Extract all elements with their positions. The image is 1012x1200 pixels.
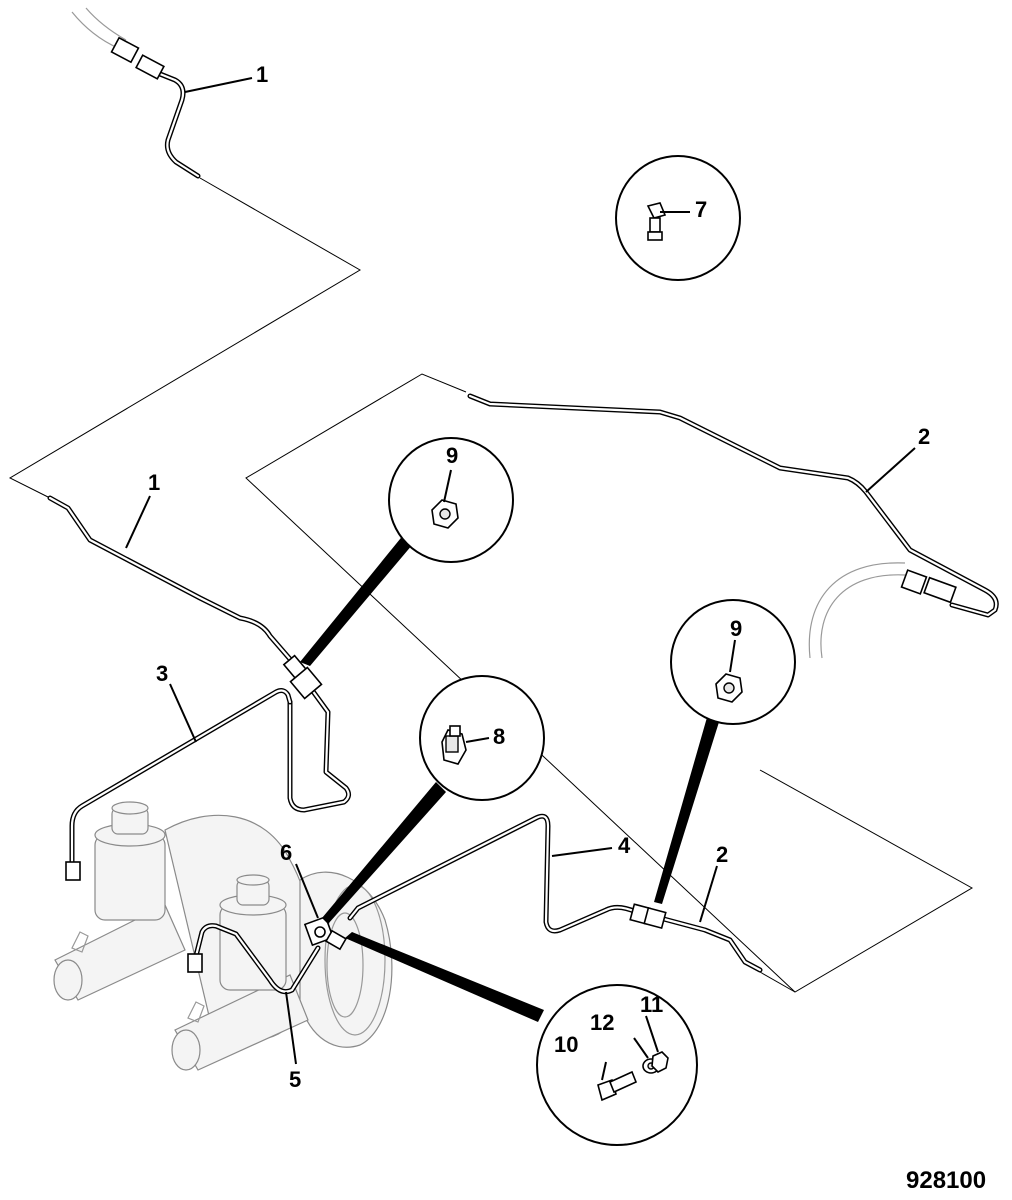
label-part-10: 10: [554, 1032, 578, 1057]
wedge-detail-9-right: [654, 700, 724, 904]
detail-circle-10-11-12: [536, 984, 698, 1146]
detail-leaders: [300, 528, 724, 1022]
label-part-11: 11: [640, 992, 663, 1017]
label-part-5: 5: [289, 1067, 301, 1092]
detail-circle-8: [419, 675, 545, 801]
pipe-2-lower: [657, 915, 763, 973]
right-flexible-hose-ghost: [808, 562, 906, 659]
label-part-2-right: 2: [918, 424, 930, 449]
pipe2-pipe4-union: [629, 903, 667, 930]
label-part-9-right: 9: [730, 616, 742, 641]
pipe-4: [347, 813, 639, 934]
wedge-detail-9-left: [300, 528, 418, 666]
label-part-7: 7: [695, 197, 707, 222]
label-part-2-lower: 2: [716, 842, 728, 867]
bolt-10-part: [597, 1070, 638, 1102]
label-part-1-top: 1: [256, 62, 268, 87]
label-part-9-left: 9: [446, 443, 458, 468]
pipe5-end-nut: [187, 953, 203, 973]
detail-circle-7: [615, 155, 741, 281]
label-leaders: [125, 77, 916, 1081]
nut-9-left-part: [431, 499, 459, 529]
label-part-1-mid: 1: [148, 470, 160, 495]
nut-9-right-part: [715, 673, 743, 703]
label-part-12: 12: [590, 1010, 614, 1035]
master-cylinder-assembly: [53, 801, 393, 1071]
fitting-8-part: [441, 725, 467, 765]
upper-flexible-hose-ghost: [71, 7, 127, 49]
wedge-detail-10-11-12: [345, 932, 544, 1022]
pipe2-right-union: [900, 569, 957, 604]
detail-circle-9-right: [670, 599, 796, 725]
label-part-4: 4: [618, 833, 631, 858]
wedge-detail-8: [322, 782, 446, 924]
pipe-5: [192, 923, 321, 995]
label-part-6: 6: [280, 840, 292, 865]
clip-7-part: [646, 202, 667, 241]
pipe-1-lower: [47, 495, 352, 813]
figure-number: 928100: [906, 1167, 986, 1194]
pipe-1-upper: [147, 67, 201, 179]
label-part-8: 8: [493, 724, 505, 749]
pipe-fittings: [65, 36, 957, 973]
nut-11-part: [651, 1051, 669, 1073]
detail-circle-9-left: [388, 437, 514, 563]
pipe1-pipe3-union: [282, 654, 323, 700]
part-labels: 1 1 2 2 3 4 5 6 7 8 9 9 10 11 12: [148, 62, 930, 1092]
pipe3-end-nut: [65, 861, 81, 881]
three-way-connector: [303, 915, 348, 951]
upper-left-union: [110, 36, 165, 80]
label-part-3: 3: [156, 661, 168, 686]
pipe-3: [69, 688, 293, 873]
